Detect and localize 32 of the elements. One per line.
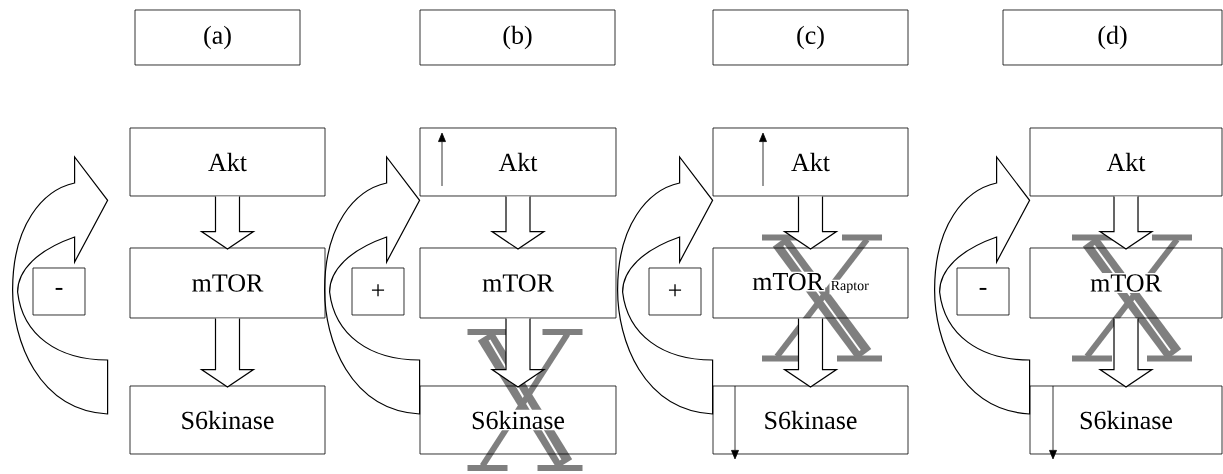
block-arrow — [199, 195, 256, 250]
curved-arrow — [324, 156, 421, 415]
panel-label-box: (a) — [134, 9, 301, 66]
protein-box: Akt — [1029, 127, 1223, 197]
sign-box: - — [32, 267, 86, 316]
block-arrow — [1098, 317, 1154, 388]
block-arrow — [490, 317, 546, 388]
panel-label-box: (c) — [712, 9, 909, 66]
protein-box: S6kinase — [129, 385, 326, 455]
protein-box: Akt — [129, 127, 326, 197]
panel-label-box: (d) — [1002, 9, 1223, 66]
protein-box: S6kinase — [1029, 385, 1223, 455]
sign-box: + — [351, 267, 405, 316]
protein-box: mTOR — [129, 247, 326, 319]
protein-box: S6kinase — [712, 385, 909, 455]
curved-arrow — [617, 156, 714, 415]
block-arrow — [490, 195, 546, 250]
panel-label-box: (b) — [419, 9, 616, 66]
sign-box: - — [956, 267, 1010, 316]
block-arrow — [782, 317, 839, 388]
block-arrow — [782, 195, 839, 250]
curved-arrow — [12, 156, 109, 415]
protein-box: Akt — [712, 127, 909, 197]
protein-box: Akt — [419, 127, 617, 197]
block-arrow — [199, 317, 256, 388]
sign-box: + — [648, 267, 702, 316]
block-arrow — [1098, 195, 1154, 250]
curved-arrow — [934, 156, 1031, 415]
protein-box: mTOR — [1029, 247, 1223, 319]
protein-box: S6kinase — [419, 385, 617, 455]
protein-box: mTOR — [419, 247, 617, 319]
protein-box: mTOR Raptor — [712, 247, 909, 319]
